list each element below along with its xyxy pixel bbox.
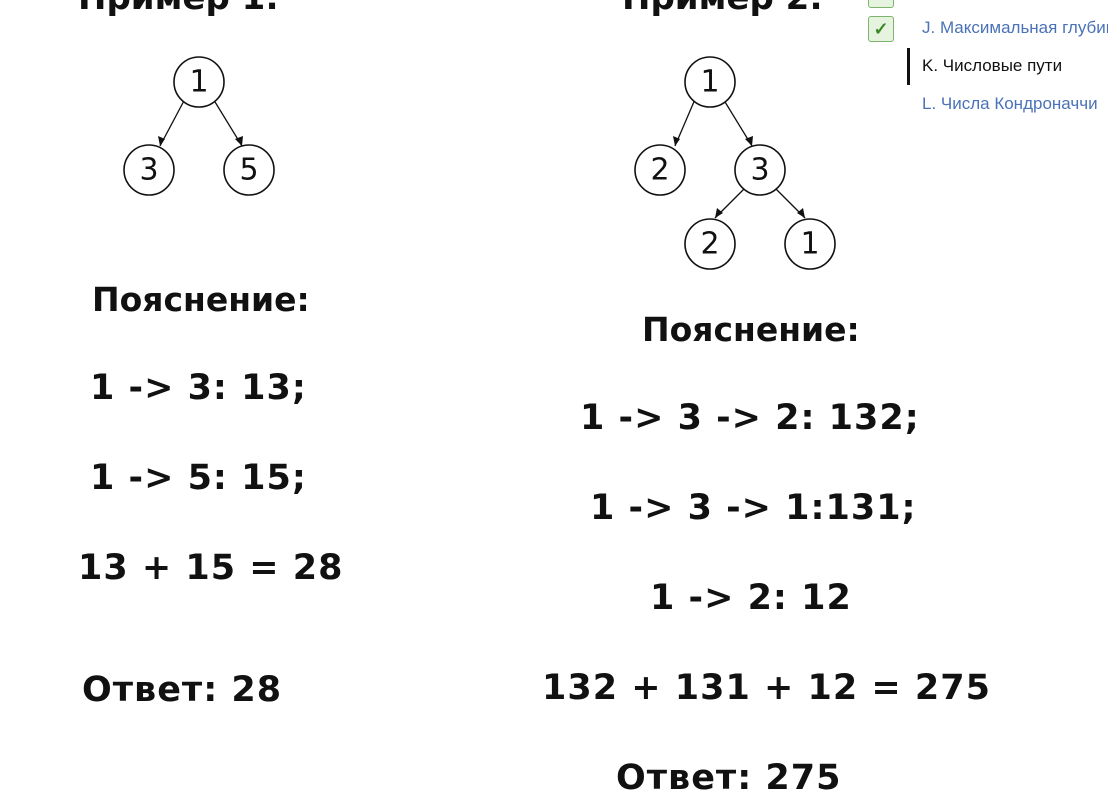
current-indicator [907,48,910,85]
tree-node [784,218,836,270]
tree-node [634,144,686,196]
example1-line: 1 -> 3: 13; [90,368,307,408]
tree-node-label: 1 [700,65,719,100]
tree-node [123,144,175,196]
example1-title: Пример 1: [78,0,279,18]
example2-explanation-title: Пояснение: [642,310,860,349]
tree-node-label: 5 [239,153,258,188]
tree-node [684,56,736,108]
example2-line: 1 -> 3 -> 2: 132; [580,398,920,438]
check-icon: ✓ [873,19,889,39]
problem-link-j[interactable]: J. Максимальная глубина [922,18,1108,37]
example1-tree: 1 3 5 [123,56,275,196]
tree-node-label: 1 [800,227,819,262]
example1-line: 13 + 15 = 28 [78,548,344,588]
solved-checkbox: ✓ [868,16,894,42]
tree-node-label: 3 [750,153,769,188]
example2-tree: 1 2 3 2 1 [634,56,836,270]
problem-list: ✓ ✓ J. Максимальная глубина K. Числовые … [868,0,1108,120]
tree-node-label: 2 [700,227,719,262]
example2-line: 1 -> 3 -> 1:131; [590,488,917,528]
solved-checkbox: ✓ [868,0,894,8]
tree-node [684,218,736,270]
tree-node-label: 1 [189,65,208,100]
example2-title: Пример 2: [622,0,823,18]
example1-answer: Ответ: 28 [82,670,283,710]
problem-link-k[interactable]: K. Числовые пути [922,56,1063,75]
example2-line: 132 + 131 + 12 = 275 [542,668,991,708]
example1-line: 1 -> 5: 15; [90,458,307,498]
example2-line: 1 -> 2: 12 [650,578,852,618]
tree-node [223,144,275,196]
tree-node [734,144,786,196]
tree-node-label: 2 [650,153,669,188]
example2-answer: Ответ: 275 [616,758,842,798]
example1-explanation-title: Пояснение: [92,280,310,319]
check-icon: ✓ [869,0,893,7]
problem-link-l[interactable]: L. Числа Кондроначчи [922,94,1098,113]
tree-node [173,56,225,108]
tree-node-label: 3 [139,153,158,188]
